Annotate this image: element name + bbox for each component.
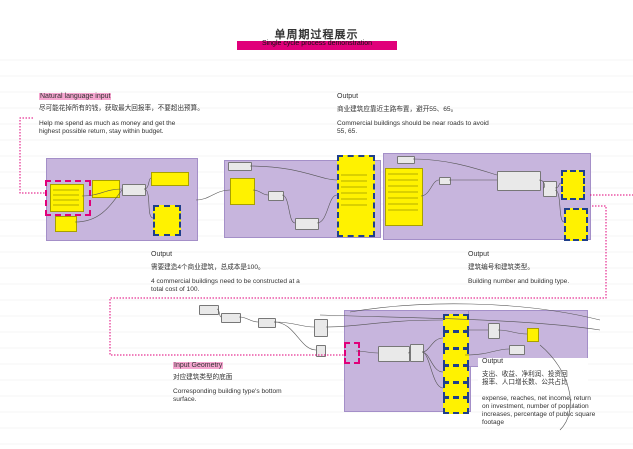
wire [74, 189, 123, 223]
note-e [385, 168, 423, 226]
component-node[interactable] [314, 319, 328, 337]
wire [216, 308, 222, 318]
wire [407, 351, 411, 354]
natural-language-input-cn: 尽可能花掉所有的钱，获取最大回报率，不要超出预算。 [39, 105, 204, 112]
input-connector [19, 117, 45, 194]
wire [497, 329, 528, 335]
output-bottom-en-2: on investment, number of population [482, 403, 589, 410]
output-bottom-label: Output [482, 358, 504, 365]
note-f [527, 328, 539, 342]
wire [281, 194, 296, 224]
output-mid-right-cn: 建筑编号和建筑类型。 [468, 264, 534, 271]
wire [81, 188, 123, 197]
wire [273, 321, 315, 328]
output-top-en-1: Commercial buildings should be near road… [337, 120, 489, 127]
component-node[interactable] [497, 171, 541, 191]
wire [539, 344, 571, 431]
output-box-1 [153, 205, 181, 236]
wire [355, 350, 379, 354]
component-node[interactable] [410, 344, 424, 362]
wire [238, 316, 259, 323]
component-node[interactable] [488, 323, 500, 339]
output-box-2 [337, 155, 375, 237]
natural-language-input-en-1: Help me spend as much as money and get t… [39, 120, 176, 127]
component-node[interactable] [439, 177, 451, 185]
wire [319, 314, 601, 331]
wire [316, 194, 338, 224]
wire [554, 189, 565, 223]
natural-language-input-en-2: highest possible return, stay within bud… [39, 128, 164, 135]
output-stack-6 [443, 397, 469, 414]
wire [554, 182, 562, 189]
output-bottom-en-4: footage [482, 419, 504, 426]
wire [143, 188, 154, 219]
note-lines [388, 173, 418, 211]
wire [252, 189, 269, 196]
input-geometry-cn: 对应建筑类型的底面 [173, 374, 233, 381]
input-geometry-en-2: surface. [173, 396, 197, 403]
output-bottom-en-1: expense, reaches, net income, return [482, 395, 591, 402]
component-node[interactable] [295, 218, 319, 230]
component-node[interactable] [122, 184, 146, 196]
prompt-note [50, 184, 84, 212]
input-geometry-en-1: Corresponding building type's bottom [173, 388, 282, 395]
note-c [151, 172, 189, 186]
note-lines [341, 174, 367, 206]
note-d [230, 178, 255, 205]
output-mid-left-en-1: 4 commercial buildings need to be constr… [151, 278, 300, 285]
loop-connector [109, 205, 607, 356]
wire [421, 351, 444, 389]
wire [421, 337, 444, 353]
component-node[interactable] [378, 346, 410, 362]
geometry-highlight-box [344, 342, 360, 364]
output-top-cn: 商业建筑应靠近主路布置，避开55、65。 [337, 106, 458, 113]
component-node[interactable] [258, 318, 276, 328]
wire [143, 177, 152, 190]
component-node[interactable] [268, 191, 284, 201]
output-mid-left-label: Output [151, 251, 173, 258]
wire [325, 319, 444, 328]
output-top-label: Output [337, 93, 359, 100]
wire [249, 165, 338, 181]
wire [273, 321, 317, 351]
output-box-3a [561, 170, 585, 200]
output-box-3b [564, 208, 588, 241]
note-lines [53, 189, 79, 206]
wire [421, 351, 444, 373]
input-highlight-box [45, 180, 91, 216]
wire [412, 158, 498, 176]
output-mid-left-cn: 需要建造4个商业建筑，总成本是100。 [151, 264, 265, 271]
wire [420, 179, 440, 197]
output-top-en-2: 55, 65. [337, 128, 358, 135]
natural-language-input-label: Natural language input [39, 93, 112, 100]
output-mid-right-label: Output [468, 251, 490, 258]
output-mid-right-en: Building number and building type. [468, 278, 570, 285]
wire [349, 303, 601, 321]
component-node[interactable] [228, 162, 252, 171]
output-bottom-bg [478, 358, 588, 392]
wire [195, 189, 231, 201]
page-title-en: Single cycle process demonstration [261, 40, 373, 47]
output-mid-left-en-2: total cost of 100. [151, 286, 200, 293]
wire [538, 179, 545, 189]
output-bottom-en-3: increases, percentage of public square [482, 411, 596, 418]
input-geometry-label: Input Geometry [173, 362, 224, 369]
component-node[interactable] [543, 181, 557, 197]
component-node[interactable] [397, 156, 415, 164]
component-node[interactable] [509, 345, 525, 355]
wire [464, 348, 510, 356]
component-node[interactable] [221, 313, 241, 323]
note-b [55, 216, 77, 232]
component-node[interactable] [316, 345, 326, 357]
output-bottom-cn-1: 支出、收益、净利润、投资回 [482, 371, 568, 378]
page-title-cn: 单周期过程展示 [274, 29, 359, 41]
title-underline-bar [237, 41, 397, 50]
output-bottom-cn-2: 报率、人口增长数、公共占比 [482, 379, 568, 386]
